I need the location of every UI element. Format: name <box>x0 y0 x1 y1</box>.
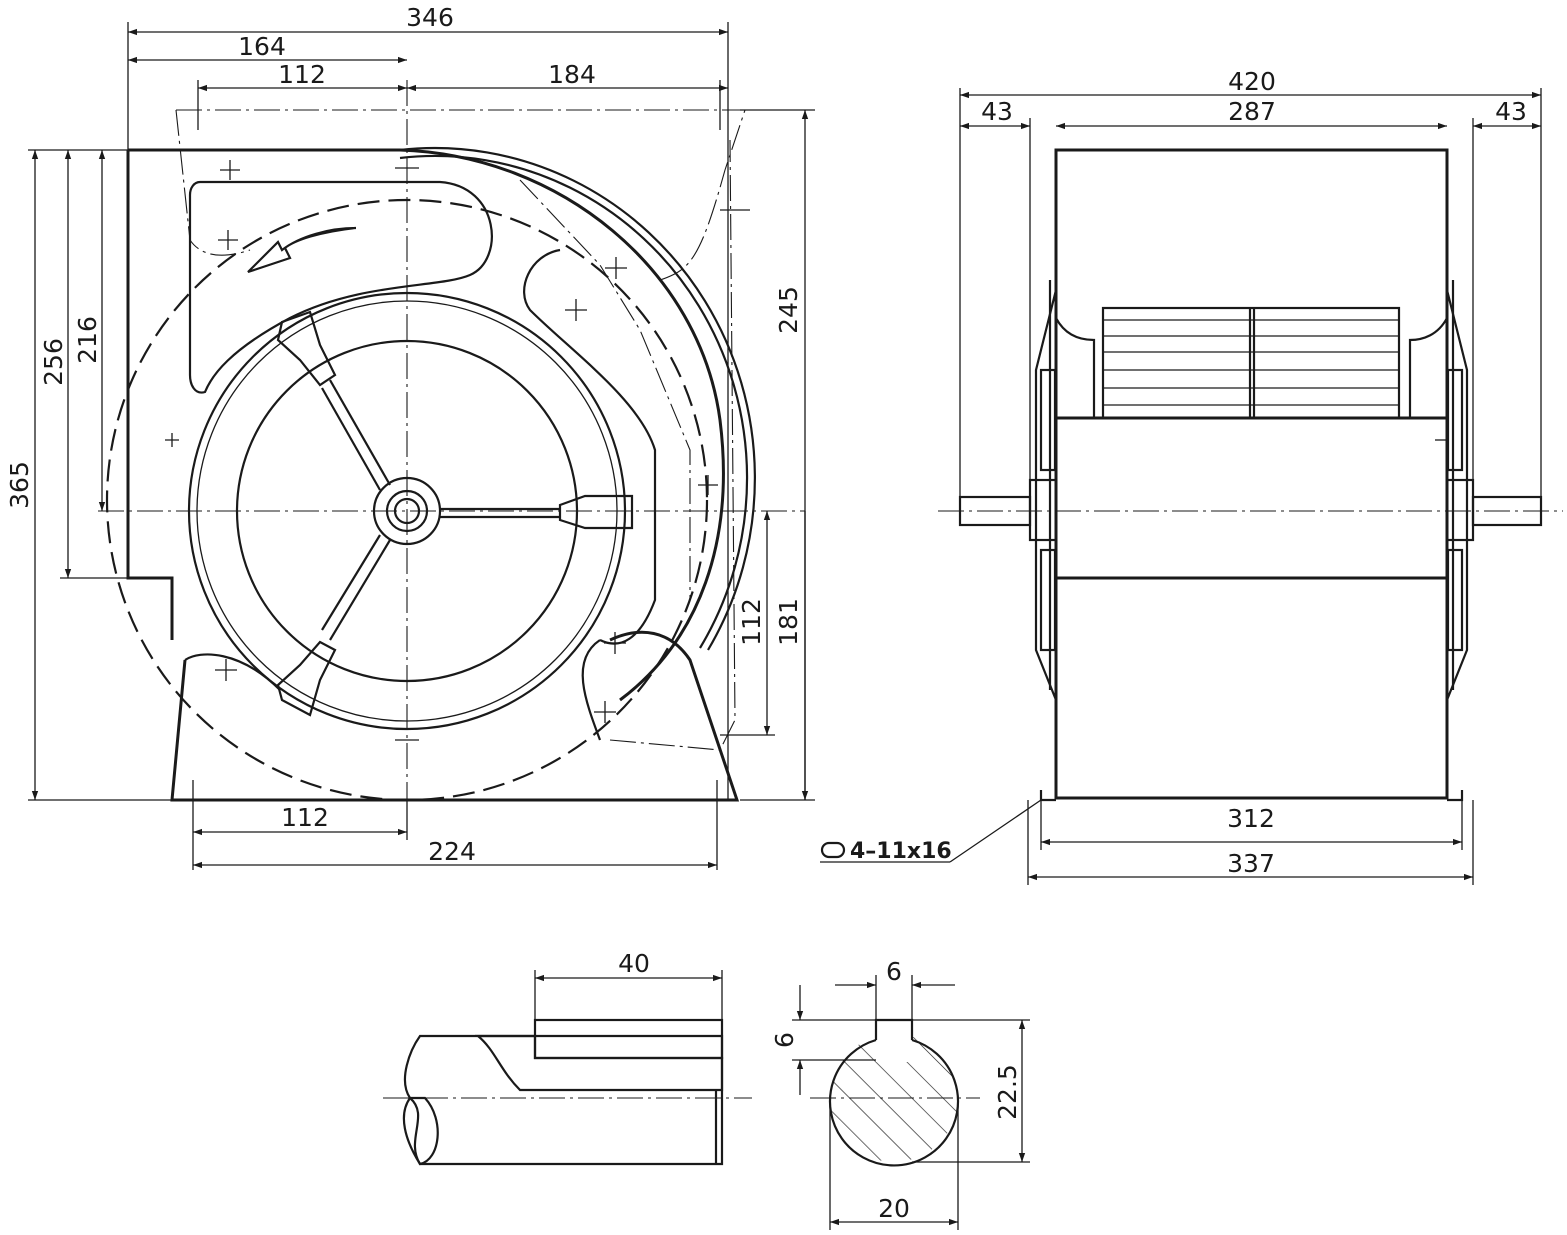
dim-112-top: 112 <box>278 60 326 89</box>
shaft-cross-section: 6 6 22.5 20 <box>770 957 1030 1230</box>
bearing-bracket-right <box>1445 280 1475 701</box>
dim-346: 346 <box>406 3 454 32</box>
dim-337: 337 <box>1227 849 1275 878</box>
dim-6-width: 6 <box>886 957 902 986</box>
flange-pocket <box>188 180 493 394</box>
fixing-points <box>165 160 1449 741</box>
dim-256: 256 <box>39 338 68 386</box>
dim-287: 287 <box>1228 97 1276 126</box>
dim-216: 216 <box>73 316 102 364</box>
dim-224: 224 <box>428 837 476 866</box>
dim-312: 312 <box>1227 804 1275 833</box>
impeller-spokes <box>276 310 634 717</box>
key <box>533 1018 724 1060</box>
dim-365: 365 <box>5 461 34 509</box>
side-dimensions: 420 43 287 43 312 337 4–11x16 <box>820 67 1542 885</box>
dim-112-bottom: 112 <box>281 803 329 832</box>
dim-43-left: 43 <box>981 97 1013 126</box>
hole-note: 4–11x16 <box>850 839 952 864</box>
scroll-outer-arc <box>399 146 756 651</box>
dim-20: 20 <box>878 1194 910 1223</box>
bearing-bracket-left <box>1028 280 1058 701</box>
housing-body <box>1054 148 1449 800</box>
dim-184: 184 <box>548 60 596 89</box>
scroll-band <box>1054 416 1449 580</box>
rotation-arrow-icon <box>247 226 357 274</box>
shaft-body <box>403 1034 724 1166</box>
dim-245: 245 <box>774 286 803 334</box>
dim-164: 164 <box>238 32 286 61</box>
side-slot <box>523 248 657 645</box>
dim-420: 420 <box>1228 67 1276 96</box>
shaft-circle <box>828 1038 960 1167</box>
dim-40: 40 <box>618 949 650 978</box>
front-view: 346 164 112 184 245 365 256 216 112 181 … <box>5 3 1449 870</box>
side-view: 420 43 287 43 312 337 4–11x16 <box>820 67 1563 885</box>
housing-outline <box>126 148 740 802</box>
dim-112-right: 112 <box>737 598 766 646</box>
dim-22-5: 22.5 <box>993 1064 1022 1120</box>
dim-6-depth: 6 <box>770 1032 799 1048</box>
dim-43-right: 43 <box>1495 97 1527 126</box>
front-dimensions: 346 164 112 184 245 365 256 216 112 181 … <box>5 3 815 870</box>
impeller-blades <box>1101 306 1401 420</box>
slot-hole-icon <box>820 841 846 859</box>
dim-181: 181 <box>774 598 803 646</box>
shaft-keyway-detail: 40 <box>383 949 752 1166</box>
